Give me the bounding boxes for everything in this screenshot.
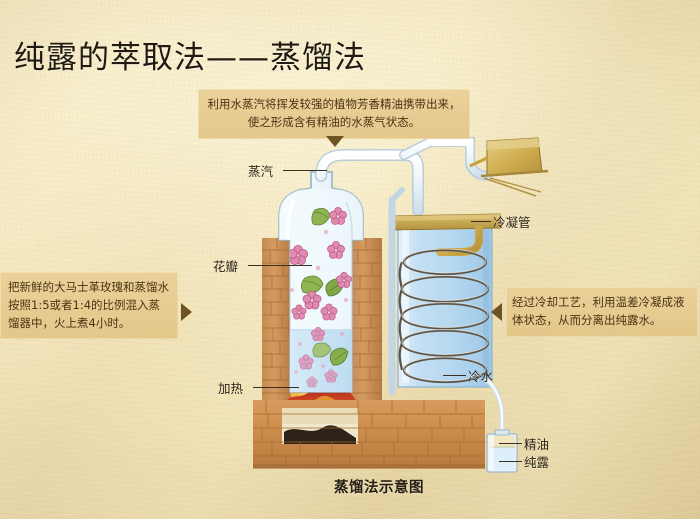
callout-petals: 花瓣 [213, 259, 239, 274]
note-left-arrow-icon [181, 303, 192, 321]
brass-receiver [469, 137, 549, 197]
callout-cold-water-leader-line [443, 375, 466, 376]
distillation-flask [278, 171, 364, 393]
callout-petals-leader-line [248, 265, 312, 266]
note-charging-material: 把新鲜的大马士革玫瑰和蒸馏水按照1:5或者1:4的比例混入蒸馏器中，火上煮4小时… [0, 272, 178, 340]
callout-condenser-leader-line [471, 221, 491, 222]
callout-heating: 加热 [218, 381, 244, 396]
outlet-tube [484, 377, 505, 437]
callout-essential-oil: 精油 [524, 437, 550, 452]
note-steam-generation: 利用水蒸汽将挥发较强的植物芳香精油携带出来，使之形成含有精油的水蒸气状态。 [198, 89, 470, 139]
callout-condenser: 冷凝管 [493, 215, 531, 230]
page-title: 纯露的萃取法——蒸馏法 [14, 40, 366, 76]
note-right-arrow-icon [491, 303, 502, 321]
callout-steam-leader-line [283, 170, 327, 171]
collection-bottle [486, 429, 518, 473]
callout-heating-leader-line [253, 387, 299, 388]
note-top-arrow-icon [326, 136, 344, 147]
brick-base [253, 400, 485, 469]
brick-furnace [262, 238, 382, 408]
callout-steam: 蒸汽 [248, 164, 274, 179]
rose-petals-and-leaves [287, 207, 352, 388]
note-condensation: 经过冷却工艺，利用温差冷凝成液体状态，从而分离出纯露水。 [506, 287, 698, 337]
callout-cold-water: 冷水 [468, 369, 494, 384]
callout-hydrosol: 纯露 [524, 455, 550, 470]
callout-hydrosol-leader-line [499, 461, 522, 462]
figure-caption: 蒸馏法示意图 [334, 480, 424, 496]
callout-essential-oil-leader-line [499, 443, 522, 444]
condenser-tank [388, 187, 501, 396]
